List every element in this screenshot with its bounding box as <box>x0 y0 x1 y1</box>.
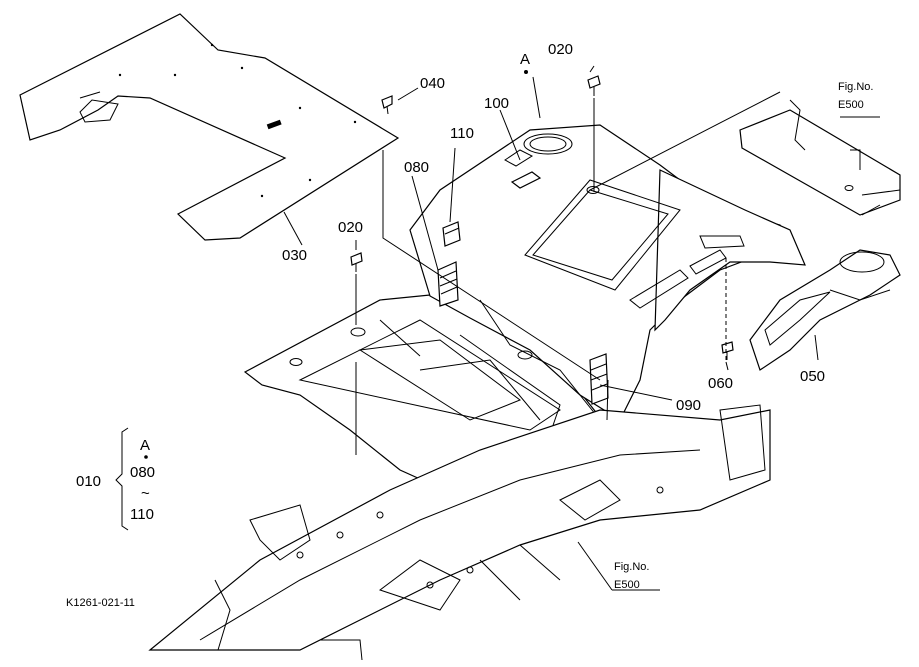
fig-ref-top-right-label: Fig.No. <box>838 81 873 93</box>
chassis-frame <box>148 404 771 661</box>
fig-ref-top-right-number: E500 <box>838 99 864 111</box>
callout-020-left: 020 <box>338 219 363 236</box>
callout-090: 090 <box>676 397 701 414</box>
fig-ref-bottom-label: Fig.No. <box>614 561 649 573</box>
fig-ref-bottom-number: E500 <box>614 579 640 591</box>
fender-050 <box>749 249 901 371</box>
bolt-040 <box>381 95 393 115</box>
bolt-020-left <box>350 252 363 272</box>
assembly-note-dot <box>144 455 148 459</box>
decal-100 <box>510 171 542 189</box>
assembly-note: A 080 ~ 110 <box>115 427 155 531</box>
callout-060: 060 <box>708 375 733 392</box>
fig-ref-top-right: Fig.No. E500 <box>838 81 873 111</box>
drawing-id: K1261-021-11 <box>66 597 135 609</box>
bolt-060 <box>721 341 734 360</box>
leader-lines <box>283 65 880 591</box>
callouts: 040 020 100 110 080 020 030 A 060 090 05… <box>76 41 825 490</box>
callout-010: 010 <box>76 473 101 490</box>
fig-ref-bottom: Fig.No. E500 <box>614 561 649 591</box>
callout-030: 030 <box>282 247 307 264</box>
decal-110 <box>442 221 461 247</box>
bolt-020-top <box>587 75 601 96</box>
assembly-note-line2: 080 <box>130 464 155 481</box>
decal-080 <box>437 261 459 307</box>
callout-050: 050 <box>800 368 825 385</box>
callout-080: 080 <box>404 159 429 176</box>
callout-040: 040 <box>420 75 445 92</box>
assembly-note-line1: A <box>140 437 150 454</box>
bracket-e500 <box>739 99 901 216</box>
callout-110: 110 <box>450 125 474 142</box>
callout-100: 100 <box>484 95 509 112</box>
ref-a-dot <box>524 70 528 74</box>
assembly-note-line4: 110 <box>130 506 154 523</box>
floor-mat-030 <box>19 13 400 241</box>
callout-020-top: 020 <box>548 41 573 58</box>
assembly-note-line3: ~ <box>141 485 150 502</box>
callout-ref-a: A <box>520 51 530 68</box>
